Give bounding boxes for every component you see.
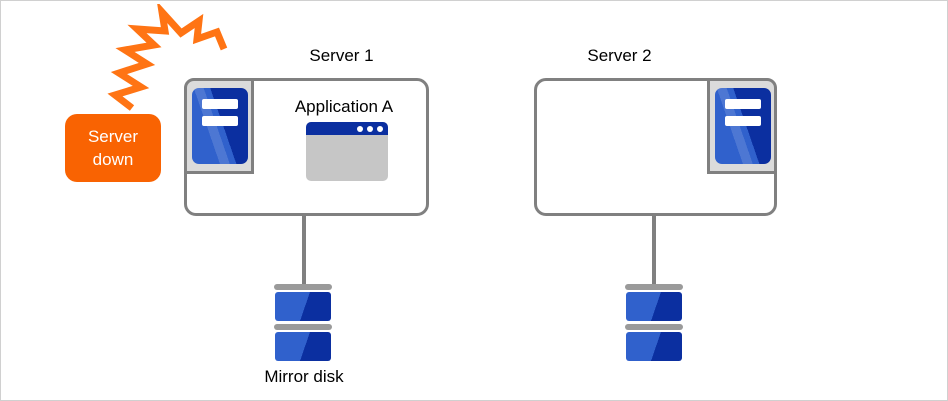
- lightning-bolt-icon: [107, 4, 228, 111]
- server2-title: Server 2: [587, 46, 652, 65]
- server1-disk-connector: [302, 215, 306, 285]
- server2-disk-connector: [652, 215, 656, 285]
- window-dot-icon: [367, 125, 373, 132]
- mirror-disk-icon-right: [625, 284, 683, 361]
- application-window-icon: [306, 122, 388, 181]
- server1-title: Server 1: [309, 46, 374, 65]
- computer-tower-icon: [192, 88, 248, 164]
- server-down-badge-line2: down: [92, 150, 134, 169]
- window-dot-icon: [377, 125, 383, 132]
- application-a-label: Application A: [294, 97, 394, 116]
- server1-computer-icon: [184, 78, 254, 174]
- server2-computer-icon: [707, 78, 777, 174]
- mirror-disk-icon-left: [274, 284, 332, 361]
- mirror-disk-label: Mirror disk: [264, 367, 344, 386]
- server-down-badge: Server down: [65, 114, 161, 182]
- window-titlebar: [306, 122, 388, 135]
- computer-tower-icon: [715, 88, 771, 164]
- server-down-badge-line1: Server: [87, 127, 139, 146]
- window-dot-icon: [357, 125, 363, 132]
